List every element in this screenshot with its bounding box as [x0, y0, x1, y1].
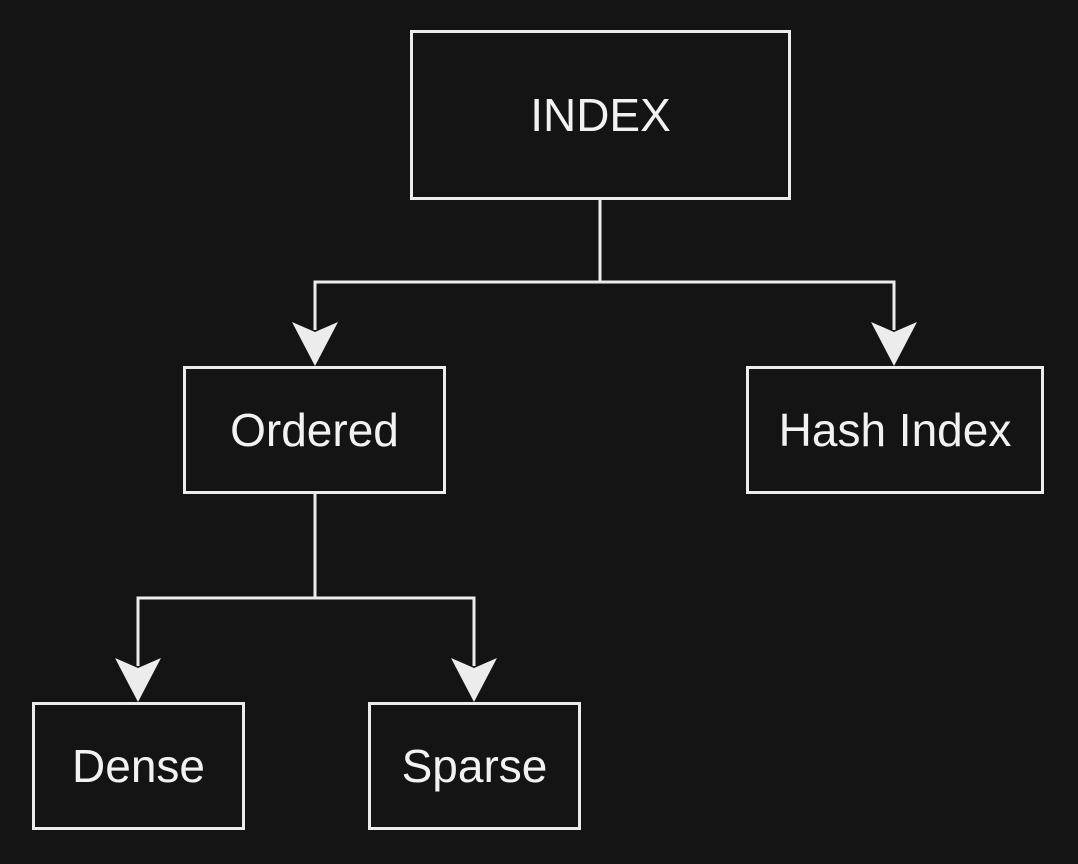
node-sparse: Sparse	[368, 702, 581, 830]
node-dense-label: Dense	[72, 740, 205, 792]
node-sparse-label: Sparse	[401, 740, 548, 792]
node-hash-index-label: Hash Index	[778, 404, 1012, 456]
edge-index-to-ordered	[313, 200, 602, 330]
edge-ordered-to-sparse	[315, 596, 476, 666]
edge-ordered-to-dense	[136, 494, 317, 666]
node-ordered-label: Ordered	[230, 404, 399, 456]
node-dense: Dense	[32, 702, 245, 830]
node-hash-index: Hash Index	[746, 366, 1044, 494]
arrowhead-ordered	[292, 322, 338, 366]
arrowhead-hash-index	[871, 322, 917, 366]
node-index-label: INDEX	[530, 89, 671, 141]
node-ordered: Ordered	[183, 366, 446, 494]
node-index: INDEX	[410, 30, 791, 200]
edge-index-to-hash-index	[600, 280, 896, 330]
arrowhead-dense	[115, 658, 161, 702]
arrowhead-sparse	[451, 658, 497, 702]
